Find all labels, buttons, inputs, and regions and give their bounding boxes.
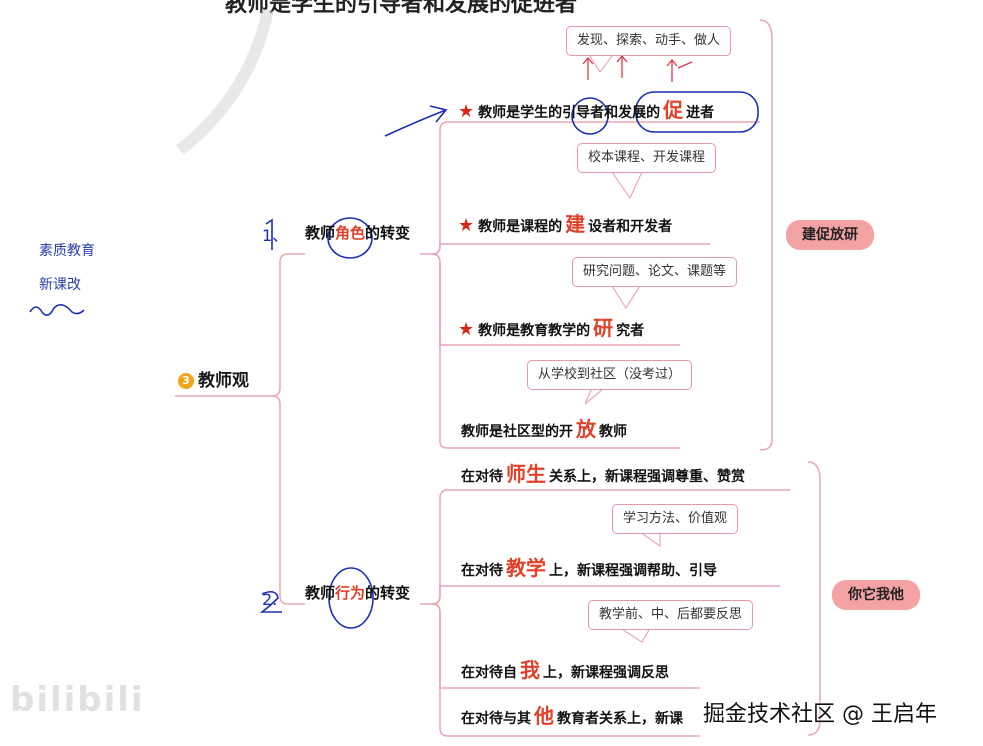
- b2-item2-after: 上，新课程强调帮助、引导: [549, 563, 717, 579]
- b2-item1-after: 关系上，新课程强调尊重、赞赏: [549, 469, 745, 485]
- b2-item4-after: 教育者关系上，新课: [557, 711, 683, 727]
- b2-item3-big: 我: [520, 658, 540, 682]
- cut-title: 教师是学生的引导者和发展的促进者: [225, 0, 578, 17]
- item2-big: 建: [565, 212, 586, 236]
- branch-behavior-change: 教师行为的转变: [305, 582, 410, 603]
- branch1-keyword: 角色: [335, 224, 366, 242]
- item-self: 在对待自我上，新课程强调反思: [461, 654, 669, 683]
- branch2-keyword: 行为: [335, 584, 366, 602]
- b2-item3-before: 在对待自: [461, 665, 517, 681]
- branch2-prefix: 教师: [305, 584, 336, 602]
- item3-before: 教师是教育教学的: [478, 323, 591, 339]
- item4-big: 放: [576, 417, 596, 441]
- b2-item1-big: 师生: [506, 462, 546, 486]
- bubble-discover: 发现、探索、动手、做人: [566, 26, 732, 56]
- bilibili-watermark: bilibili: [10, 680, 145, 720]
- juejin-watermark: 掘金技术社区 @ 王启年: [703, 702, 937, 727]
- item-researcher: ★教师是教育教学的研究者: [458, 312, 644, 341]
- branch1-hand-number: 1、: [262, 226, 289, 245]
- bubble-learning-method: 学习方法、价值观: [612, 504, 739, 534]
- star-icon: ★: [458, 101, 475, 122]
- star-icon: ★: [458, 319, 475, 340]
- branch1-prefix: 教师: [305, 224, 336, 242]
- note-suzhi: 素质教育: [39, 243, 95, 259]
- item4-after: 教师: [599, 424, 627, 440]
- item-builder: ★教师是课程的建设者和开发者: [458, 208, 672, 237]
- item3-big: 研: [593, 316, 614, 340]
- note-xinke: 新课改: [39, 277, 81, 293]
- bubble-reflection: 教学前、中、后都要反思: [588, 600, 754, 630]
- item1-after: 进者: [686, 105, 715, 121]
- item-other-educators: 在对待与其他教育者关系上，新课: [461, 700, 683, 729]
- b2-item4-before: 在对待与其: [461, 711, 531, 727]
- summary-pill-1: 建促放研: [786, 220, 874, 250]
- bubble-school-curriculum: 校本课程、开发课程: [577, 143, 717, 173]
- item4-before: 教师是社区型的开: [461, 424, 573, 440]
- bubble-research: 研究问题、论文、课题等: [572, 257, 738, 287]
- branch2-hand-number: 2.: [262, 590, 278, 609]
- item-promoter: ★教师是学生的引导者和发展的促进者: [458, 94, 714, 123]
- item2-before: 教师是课程的: [478, 219, 563, 235]
- b2-item1-before: 在对待: [461, 469, 503, 485]
- b2-item3-after: 上，新课程强调反思: [543, 665, 669, 681]
- star-icon: ★: [458, 215, 475, 236]
- root-label: 教师观: [198, 371, 249, 391]
- b2-item4-big: 他: [534, 704, 554, 728]
- item-teacher-student: 在对待师生关系上，新课程强调尊重、赞赏: [461, 458, 745, 487]
- b2-item2-before: 在对待: [461, 563, 503, 579]
- b2-item2-big: 教学: [506, 556, 546, 580]
- item1-big: 促: [663, 98, 684, 122]
- item1-before: 教师是学生的引导者和发展的: [478, 105, 661, 121]
- item3-after: 究者: [616, 323, 645, 339]
- branch-role-change: 教师角色的转变: [305, 222, 410, 243]
- bubble-community: 从学校到社区（没考过）: [527, 360, 693, 390]
- item2-after: 设者和开发者: [588, 219, 673, 235]
- item-teaching: 在对待教学上，新课程强调帮助、引导: [461, 552, 717, 581]
- number-badge: 3: [178, 373, 194, 389]
- branch2-suffix: 的转变: [365, 584, 411, 602]
- summary-pill-2: 你它我他: [832, 580, 920, 610]
- branch1-suffix: 的转变: [365, 224, 411, 242]
- item-open-teacher: 教师是社区型的开放教师: [461, 413, 627, 442]
